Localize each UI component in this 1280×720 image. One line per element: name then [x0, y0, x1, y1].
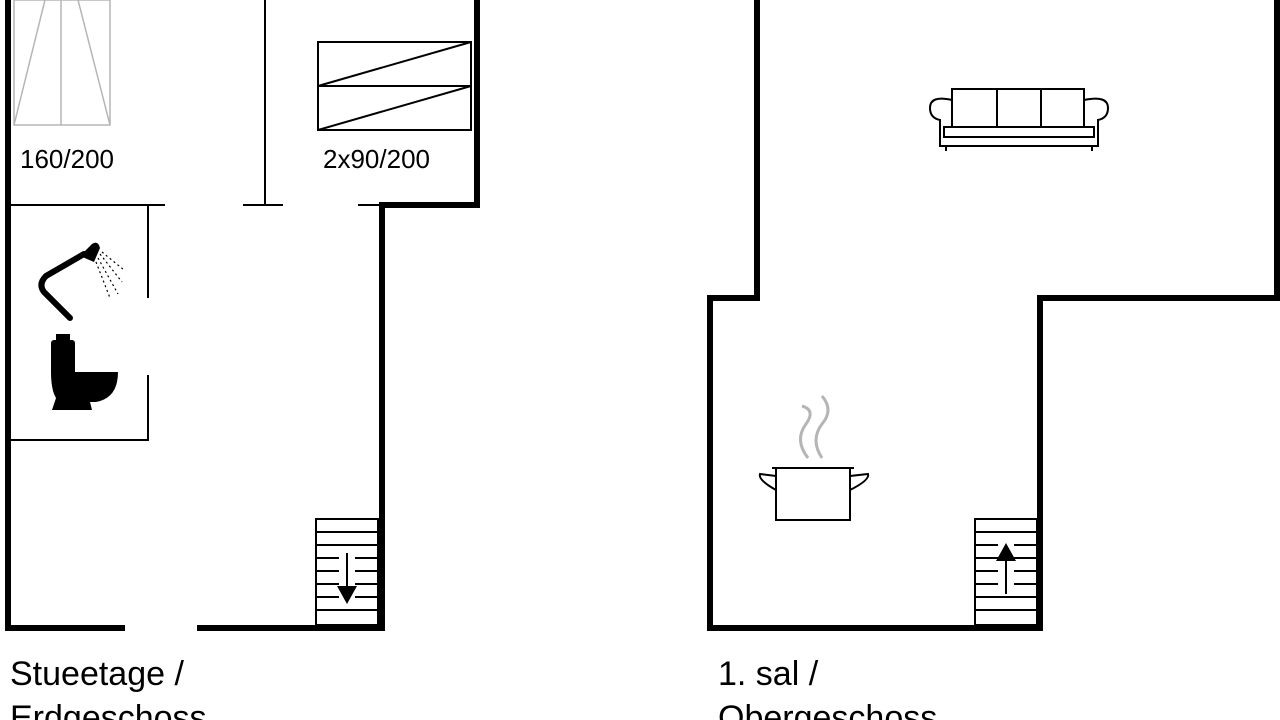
twin-beds-size-label: 2x90/200 [323, 144, 430, 174]
sofa-icon [928, 88, 1110, 151]
upper-floor-label-line1: 1. sal / [718, 655, 819, 693]
stair-up-arrow-icon [996, 537, 1016, 595]
ground-floor-stairs [315, 518, 379, 626]
upper-floor-stairs [974, 518, 1038, 626]
ground-floor-label-line2: Erdgeschoss [10, 699, 207, 720]
cooking-pot-icon [758, 395, 870, 521]
ground-floor-left-wall [5, 0, 125, 631]
upper-floor-outer-wall [707, 0, 1280, 631]
upper-floor-label: 1. sal / Obergeschoss [718, 652, 937, 720]
stair-down-arrow-icon [337, 551, 357, 609]
ground-floor-right-wall [197, 0, 480, 631]
upper-floor-plan [707, 0, 1280, 631]
double-bed-size-label: 160/200 [20, 144, 114, 174]
upper-floor-label-line2: Obergeschoss [718, 699, 938, 720]
ground-floor-label: Stueetage / Erdgeschoss [10, 652, 207, 720]
ground-floor-plan: 160/200 2x90/200 [5, 0, 480, 631]
bathroom-bottom-wall [8, 375, 149, 441]
twin-beds [317, 41, 472, 131]
toilet-icon [51, 334, 118, 410]
shower-icon [38, 242, 125, 321]
double-bed [13, 0, 111, 126]
ground-floor-label-line1: Stueetage / [10, 655, 184, 693]
